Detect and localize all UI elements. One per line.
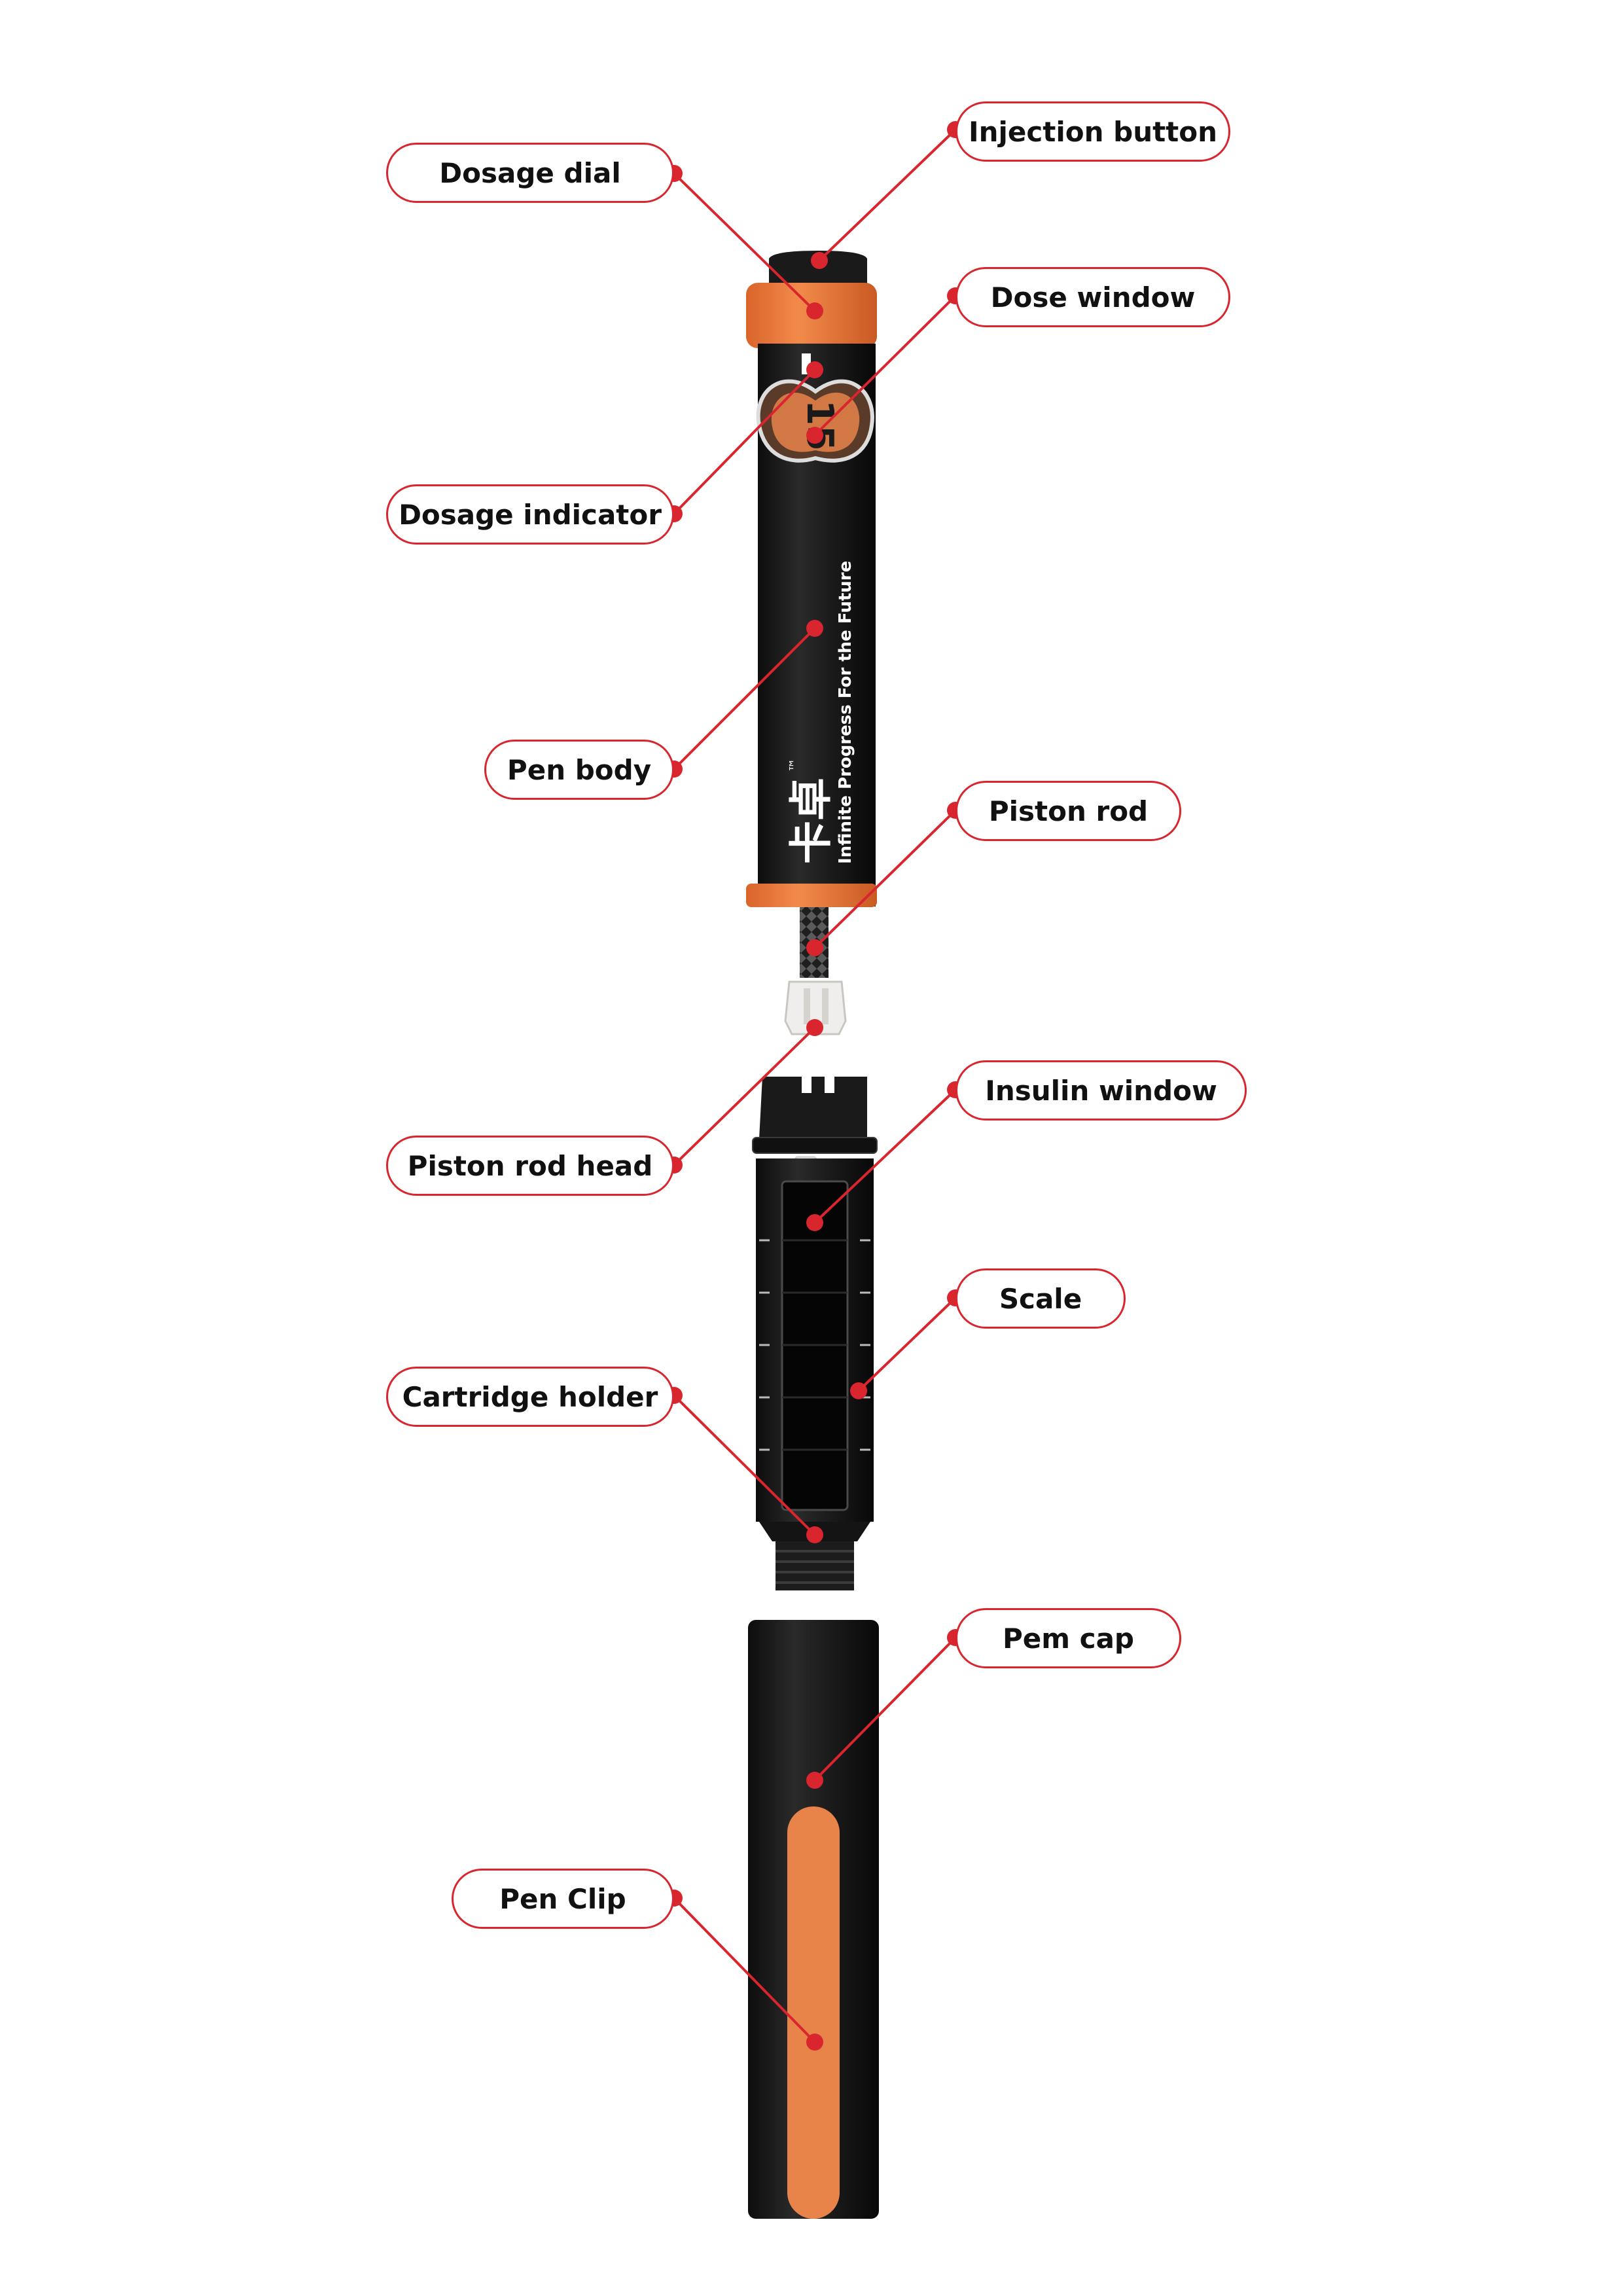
- brand-trademark: ™: [787, 758, 804, 772]
- brand-logo: 卡卓: [786, 778, 836, 864]
- dose-window-glass: [771, 392, 860, 452]
- pen-body-end-ring: [746, 884, 877, 907]
- cartridge-holder-top: [759, 1077, 867, 1139]
- pen-clip-shape: [787, 1806, 840, 2219]
- cartridge-holder-assembly: [752, 1077, 878, 1590]
- label-scale: Scale: [955, 1268, 1126, 1329]
- scale-marks: [759, 1239, 870, 1451]
- label-pen-clip: Pen Clip: [452, 1869, 674, 1929]
- brand-slogan: Infinite Progress For the Future: [836, 561, 855, 864]
- leader-lines: [673, 128, 957, 2043]
- label-dose-window: Dose window: [955, 267, 1230, 327]
- label-cartridge-holder: Cartridge holder: [386, 1367, 674, 1427]
- label-pen-body: Pen body: [484, 740, 674, 800]
- label-dosage-indicator: Dosage indicator: [386, 484, 674, 545]
- piston-rod-head-shape: [784, 980, 847, 1035]
- label-injection-button: Injection button: [955, 101, 1230, 162]
- label-dosage-dial: Dosage dial: [386, 143, 674, 203]
- dose-window-digits: 15: [798, 400, 841, 451]
- label-piston-rod-head: Piston rod head: [386, 1136, 674, 1196]
- label-insulin-window: Insulin window: [955, 1060, 1247, 1121]
- label-pem-cap: Pem cap: [955, 1608, 1181, 1668]
- label-piston-rod: Piston rod: [955, 781, 1181, 841]
- pen-cap-assembly: [748, 1620, 879, 2219]
- brand-print: 卡卓 ™ Infinite Progress For the Future: [786, 561, 855, 864]
